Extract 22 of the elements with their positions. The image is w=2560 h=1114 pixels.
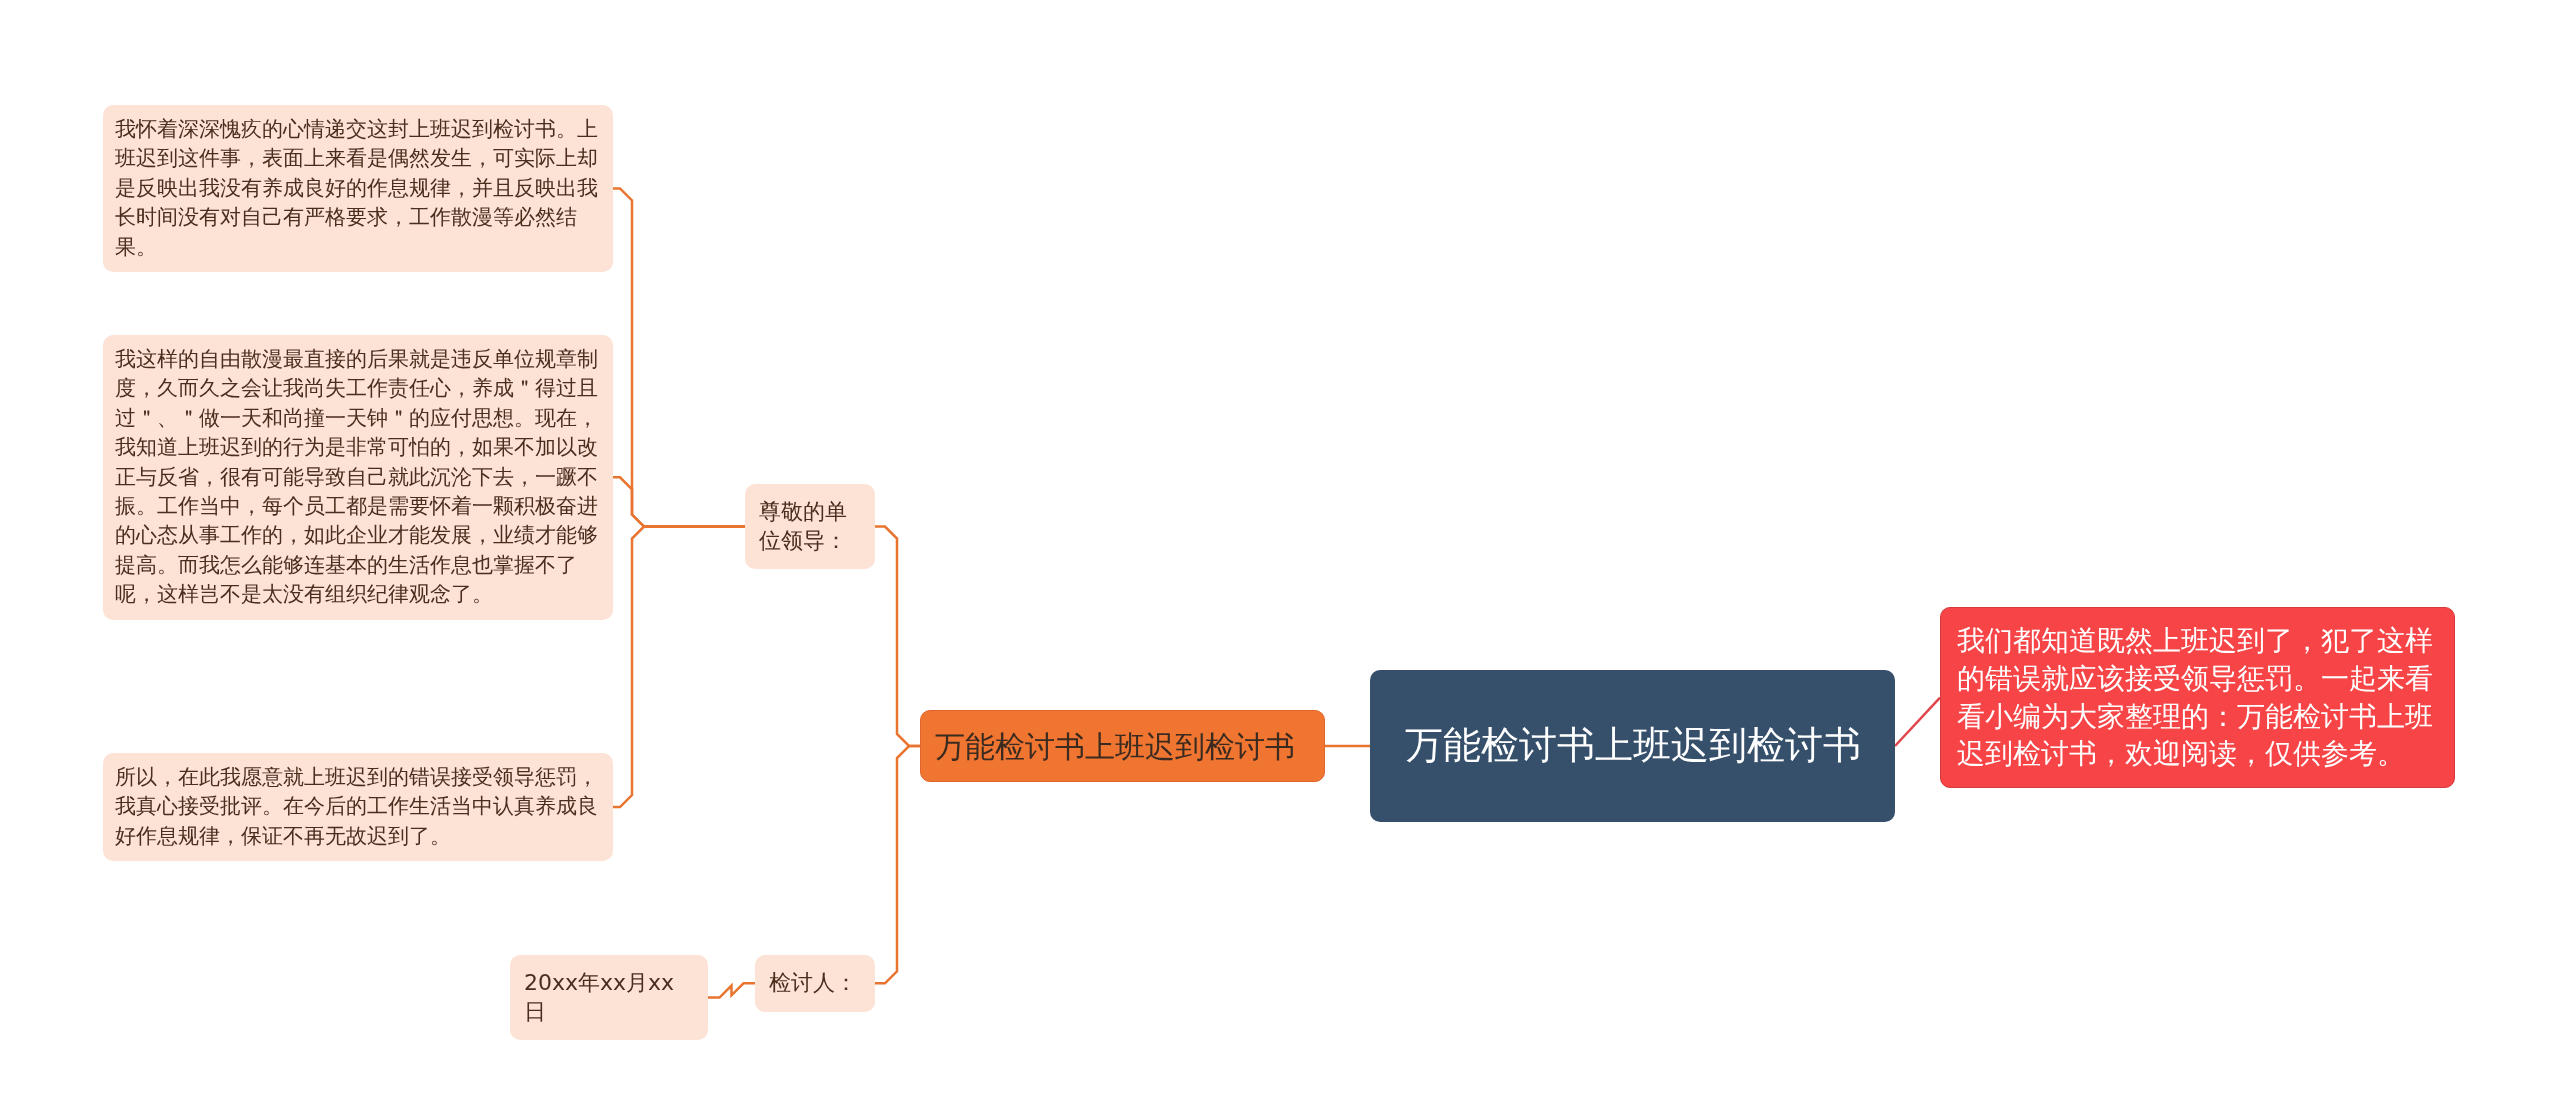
- connector-line: [1894, 696, 1941, 747]
- connector-line: [708, 982, 755, 999]
- subtopic: [755, 955, 875, 1012]
- branch-topic: [920, 710, 1325, 782]
- topic-text: 尊敬的单位领导：: [759, 498, 848, 555]
- topic-text: 我们都知道既然上班迟到了，犯了这样的错误就应该接受领导惩罚。一起来看看小编为大家整理的：万能检讨书上班迟到检讨书，欢迎阅读，仅供参考。: [1957, 623, 2434, 773]
- subtopic: [510, 955, 708, 1041]
- connector-line: [1325, 744, 1370, 748]
- topic-text: 20xx年xx月xx日: [524, 969, 676, 1026]
- topic-text: 我怀着深深愧疚的心情递交这封上班迟到检讨书。上班迟到这件事，表面上来看是偶然发生，可实际上却是反映出我没有养成良好的作息规律，并且反映出我长时间没有对自己有严格要求，工作散漫等必然结果。: [115, 116, 599, 261]
- topic-text: 所以，在此我愿意就上班迟到的错误接受领导惩罚，我真心接受批评。在今后的工作生活当中认真养成良好作息规律，保证不再无故迟到了。: [115, 764, 599, 850]
- text-card: [103, 753, 613, 862]
- topic-text: 万能检讨书上班迟到检讨书: [935, 727, 1296, 766]
- subtopic: [745, 484, 875, 570]
- summary-card: [1940, 607, 2455, 789]
- text-card: [103, 105, 613, 272]
- root-topic: [1370, 670, 1895, 822]
- topic-text: 万能检讨书上班迟到检讨书: [1403, 722, 1862, 770]
- topic-text: 我这样的自由散漫最直接的后果就是违反单位规章制度，久而久之会让我尚失工作责任心，养成＂得过且过＂、＂做一天和尚撞一天钟＂的应付思想。现在，我知道上班迟到的行为是非常可怕的，如果不加以改正与反省，很有可能导致自己就此沉沦下去，一蹶不振。工作当中，每个员工都是需要怀着一颗积极奋进的心态从事工作的，如此企业才能发展，业绩才能够提高。而我怎么能够连基本的生活作息也掌握不了呢，这样岂不是太没有组织纪律观念了。: [115, 346, 599, 609]
- connector-line: [613, 525, 745, 809]
- topic-text: 检讨人：: [769, 969, 858, 997]
- connector-line: [875, 744, 920, 985]
